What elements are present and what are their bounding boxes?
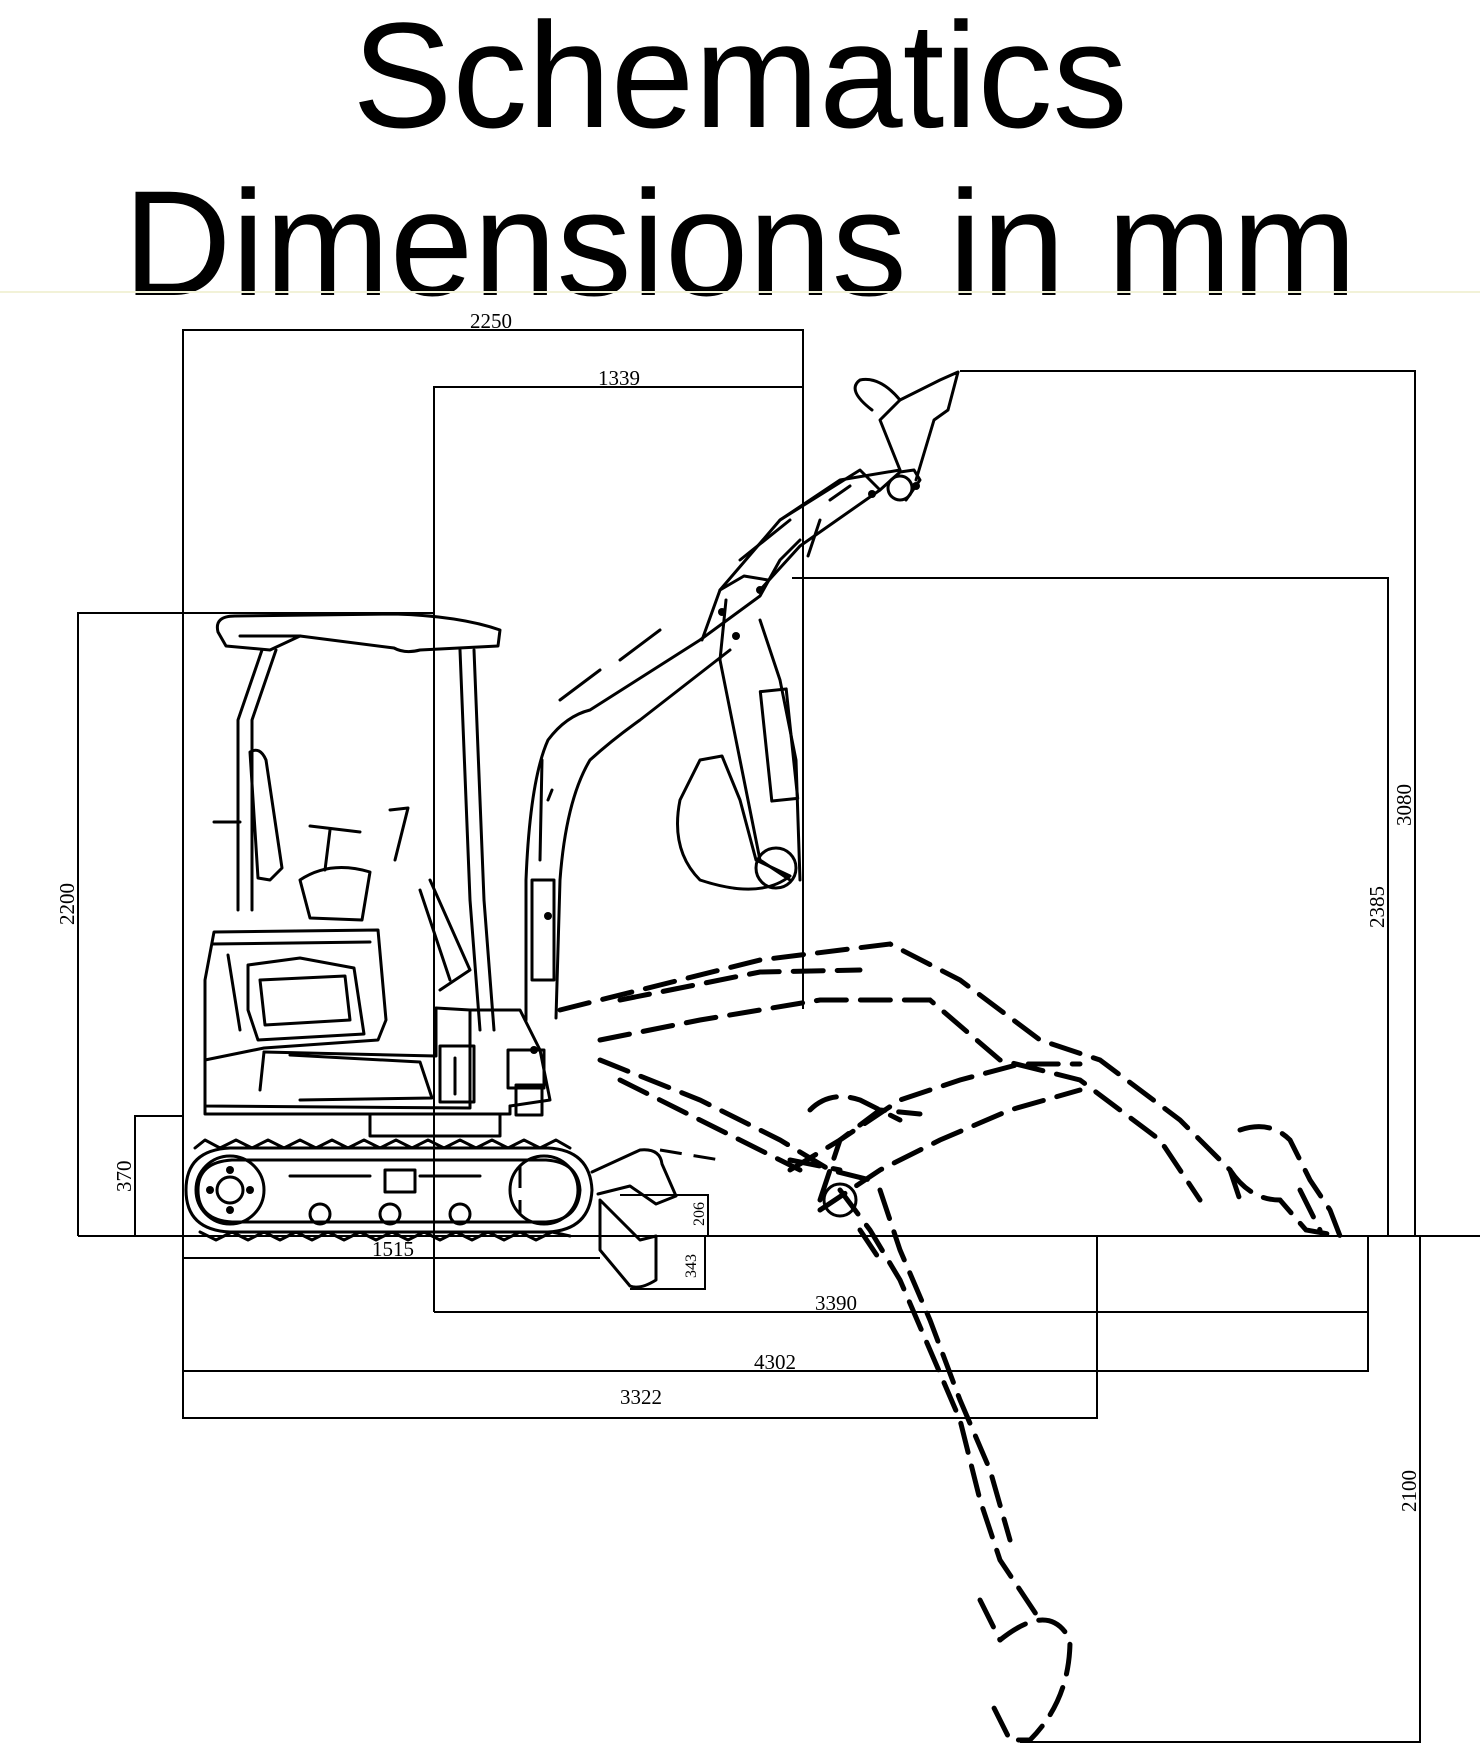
dim-3080-label: 3080	[1392, 784, 1416, 826]
dimension-lines	[77, 329, 1480, 1743]
dim-3322-label: 3322	[620, 1385, 662, 1409]
boom-raised	[524, 370, 960, 1054]
dim-2385-label: 2385	[1365, 886, 1389, 928]
dim-1339-label: 1339	[598, 366, 640, 390]
title-line-schematics: Schematics	[352, 0, 1128, 159]
excavator-body	[203, 612, 552, 1138]
dozer-blade	[590, 1148, 721, 1289]
dim-206-label: 206	[691, 1202, 708, 1226]
stick-mid-dashed	[787, 1061, 1083, 1213]
dim-2200-label: 2200	[55, 883, 79, 925]
boom-dig-dashed	[597, 1057, 1073, 1743]
title-divider	[0, 291, 1480, 293]
dimension-labels: 2250 1339 2200 370 206 343 1515 3390 430…	[55, 309, 1421, 1512]
boom-reach-dashed	[557, 941, 1344, 1240]
dim-2100-label: 2100	[1397, 1470, 1421, 1512]
dim-343-label: 343	[683, 1254, 700, 1278]
dim-2250-label: 2250	[470, 309, 512, 333]
dim-3390-label: 3390	[815, 1291, 857, 1315]
dim-4302-label: 4302	[754, 1350, 796, 1374]
title-line-dimensions: Dimensions in mm	[123, 159, 1357, 327]
dim-370-label: 370	[112, 1161, 136, 1193]
undercarriage	[184, 1138, 594, 1242]
